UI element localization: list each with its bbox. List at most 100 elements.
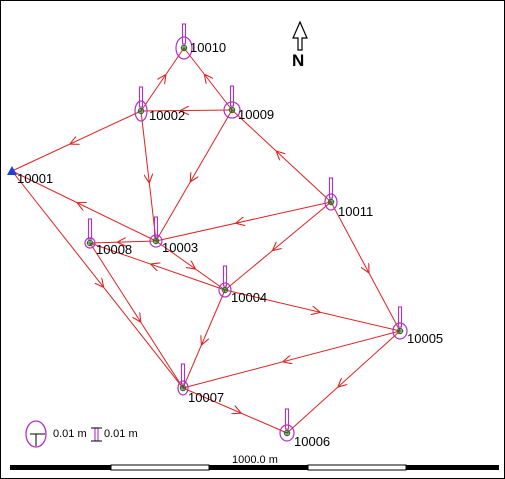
error-ellipse-icon	[134, 100, 148, 122]
ellipse-scale-label: 0.01 m	[53, 428, 87, 440]
point-label: 10002	[149, 108, 185, 123]
point-marker-icon	[228, 106, 236, 114]
observation-line	[155, 109, 233, 242]
height-error-bar-icon	[180, 363, 186, 385]
error-ellipse-icon	[392, 322, 408, 340]
observation-line	[155, 201, 332, 242]
observation-10002-10003	[140, 110, 157, 242]
scale-bar-segment	[209, 465, 308, 470]
error-ellipse-legend-icon	[25, 420, 47, 448]
observation-10007-10006	[182, 387, 288, 434]
point-label: 10011	[338, 204, 373, 219]
point-cross-icon	[139, 109, 143, 113]
point-marker-icon	[152, 237, 160, 245]
observation-line	[11, 110, 142, 172]
network-point-10006: 10006	[279, 408, 330, 449]
point-marker-icon	[396, 327, 404, 335]
point-cross-icon	[329, 200, 333, 204]
observation-10002-10010	[140, 47, 185, 112]
height-error-bar-icon	[181, 23, 187, 45]
point-label: 10006	[294, 434, 330, 449]
network-point-10008: 10008	[84, 218, 132, 257]
point-label: 10001	[17, 171, 53, 186]
observation-10004-10007	[182, 289, 226, 389]
north-arrow: N	[292, 20, 308, 70]
network-point-10007: 10007	[177, 363, 224, 405]
point-cross-icon	[398, 329, 402, 333]
north-arrow-icon	[292, 20, 308, 51]
observation-line	[182, 289, 226, 389]
point-marker-icon	[180, 44, 188, 52]
point-marker-icon	[327, 198, 335, 206]
point-cross-icon	[154, 239, 158, 243]
observation-10003-10001	[11, 170, 157, 242]
observation-10011-10005	[330, 201, 401, 332]
north-label: N	[292, 51, 304, 70]
point-label: 10005	[407, 331, 443, 346]
height-error-bar-icon	[229, 85, 235, 107]
point-label: 10008	[96, 242, 132, 257]
scale-bar: 1000.0 m	[10, 454, 499, 471]
network-point-10005: 10005	[392, 306, 443, 346]
point-marker-icon	[283, 429, 291, 437]
observation-10011-10009	[231, 109, 332, 203]
observation-10009-10003	[155, 109, 233, 242]
scale-bar-label: 1000.0 m	[232, 454, 278, 466]
height-error-bar-icon	[284, 408, 290, 430]
point-marker-icon	[137, 107, 145, 115]
observation-line	[140, 110, 157, 242]
point-label: 10004	[231, 290, 267, 305]
scale-bar-segment	[406, 465, 499, 470]
point-cross-icon	[181, 386, 185, 390]
error-ellipse-icon	[149, 234, 163, 248]
legend: 0.01 m 0.01 m	[25, 420, 138, 448]
observation-10009-10010	[183, 47, 233, 111]
error-ellipse-icon	[177, 380, 189, 396]
observations-layer	[11, 47, 401, 434]
point-cross-icon	[230, 108, 234, 112]
observation-10004-10005	[224, 289, 401, 332]
height-error-bar-icon	[222, 265, 228, 287]
observation-10003-10008	[89, 241, 157, 243]
error-ellipse-icon	[324, 193, 338, 211]
observation-line	[183, 47, 233, 111]
observation-line	[330, 201, 401, 332]
height-error-bar-icon	[138, 86, 144, 108]
observation-10009-10002	[140, 110, 233, 111]
error-ellipse-icon	[223, 101, 241, 119]
observation-10004-10008	[89, 242, 226, 291]
scale-bar-segment	[307, 464, 407, 471]
network-point-10001: 10001	[7, 166, 53, 186]
observation-10003-10004	[155, 240, 226, 291]
point-label: 10007	[188, 390, 224, 405]
height-bar-legend-icon	[91, 427, 102, 442]
observation-10005-10007	[182, 330, 401, 389]
fixed-point-triangle-icon	[7, 166, 17, 175]
point-cross-icon	[285, 431, 289, 435]
observation-10001-10007	[11, 170, 184, 389]
height-error-bar-icon	[328, 177, 334, 199]
point-label: 10009	[238, 107, 274, 122]
network-point-10011: 10011	[324, 177, 373, 219]
error-ellipse-icon	[218, 282, 232, 298]
observation-10011-10004	[224, 201, 332, 291]
scale-bar-segment	[10, 465, 111, 470]
height-error-bar-icon	[397, 306, 403, 328]
observation-10008-10007	[89, 242, 184, 389]
point-marker-icon	[179, 384, 187, 392]
point-label: 10003	[162, 240, 198, 255]
point-marker-icon	[221, 286, 229, 294]
network-point-10004: 10004	[218, 265, 267, 305]
point-cross-icon	[223, 288, 227, 292]
error-ellipse-icon	[279, 424, 295, 442]
network-point-10003: 10003	[149, 216, 198, 255]
observation-line	[182, 330, 401, 389]
height-error-bar-icon	[87, 218, 93, 240]
scale-bar-segment	[110, 464, 210, 471]
network-point-10009: 10009	[223, 85, 274, 122]
network-point-10002: 10002	[134, 86, 185, 123]
error-ellipse-icon	[175, 36, 193, 60]
error-ellipse-icon	[84, 237, 96, 249]
